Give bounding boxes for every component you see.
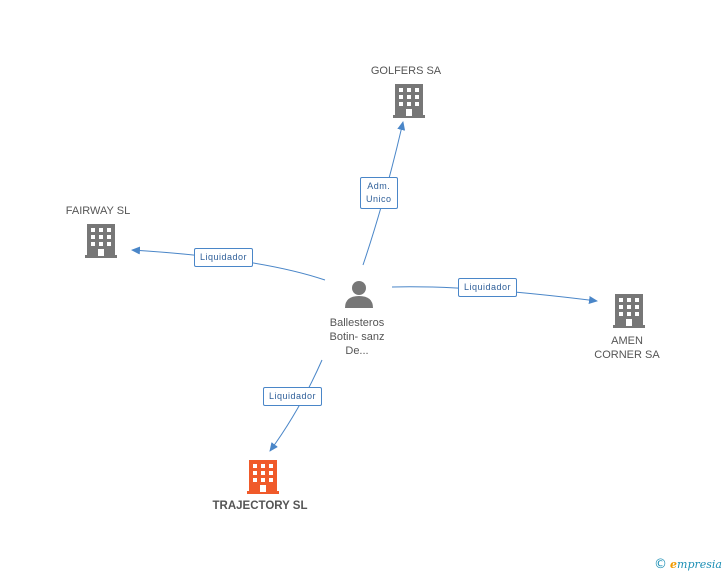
edge-label-liquidador-trajectory: Liquidador xyxy=(263,387,323,406)
building-icon[interactable] xyxy=(85,224,117,258)
node-label-amen-corner[interactable]: AMEN CORNER SA xyxy=(594,335,660,361)
edge-label-adm-unico: Adm. Unico xyxy=(360,177,398,209)
edge-label-liquidador-amen: Liquidador xyxy=(458,278,518,297)
node-label-fairway[interactable]: FAIRWAY SL xyxy=(65,205,131,217)
node-label-person[interactable]: Ballesteros Botin- sanz De... xyxy=(329,317,385,357)
copyright-symbol: © xyxy=(654,557,668,572)
brand-initial: e xyxy=(670,558,678,571)
node-label-trajectory[interactable]: TRAJECTORY SL xyxy=(212,500,308,512)
node-label-golfers[interactable]: GOLFERS SA xyxy=(370,65,442,77)
building-icon-highlighted[interactable] xyxy=(247,460,279,494)
person-icon[interactable] xyxy=(345,281,373,308)
building-icon[interactable] xyxy=(393,84,425,118)
edge-label-liquidador-fairway: Liquidador xyxy=(194,248,254,267)
brand-name: mpresia xyxy=(677,558,722,571)
edge-to-trajectory xyxy=(269,359,323,452)
brand-logo: ©empresia xyxy=(654,557,722,572)
building-icon[interactable] xyxy=(613,294,645,328)
